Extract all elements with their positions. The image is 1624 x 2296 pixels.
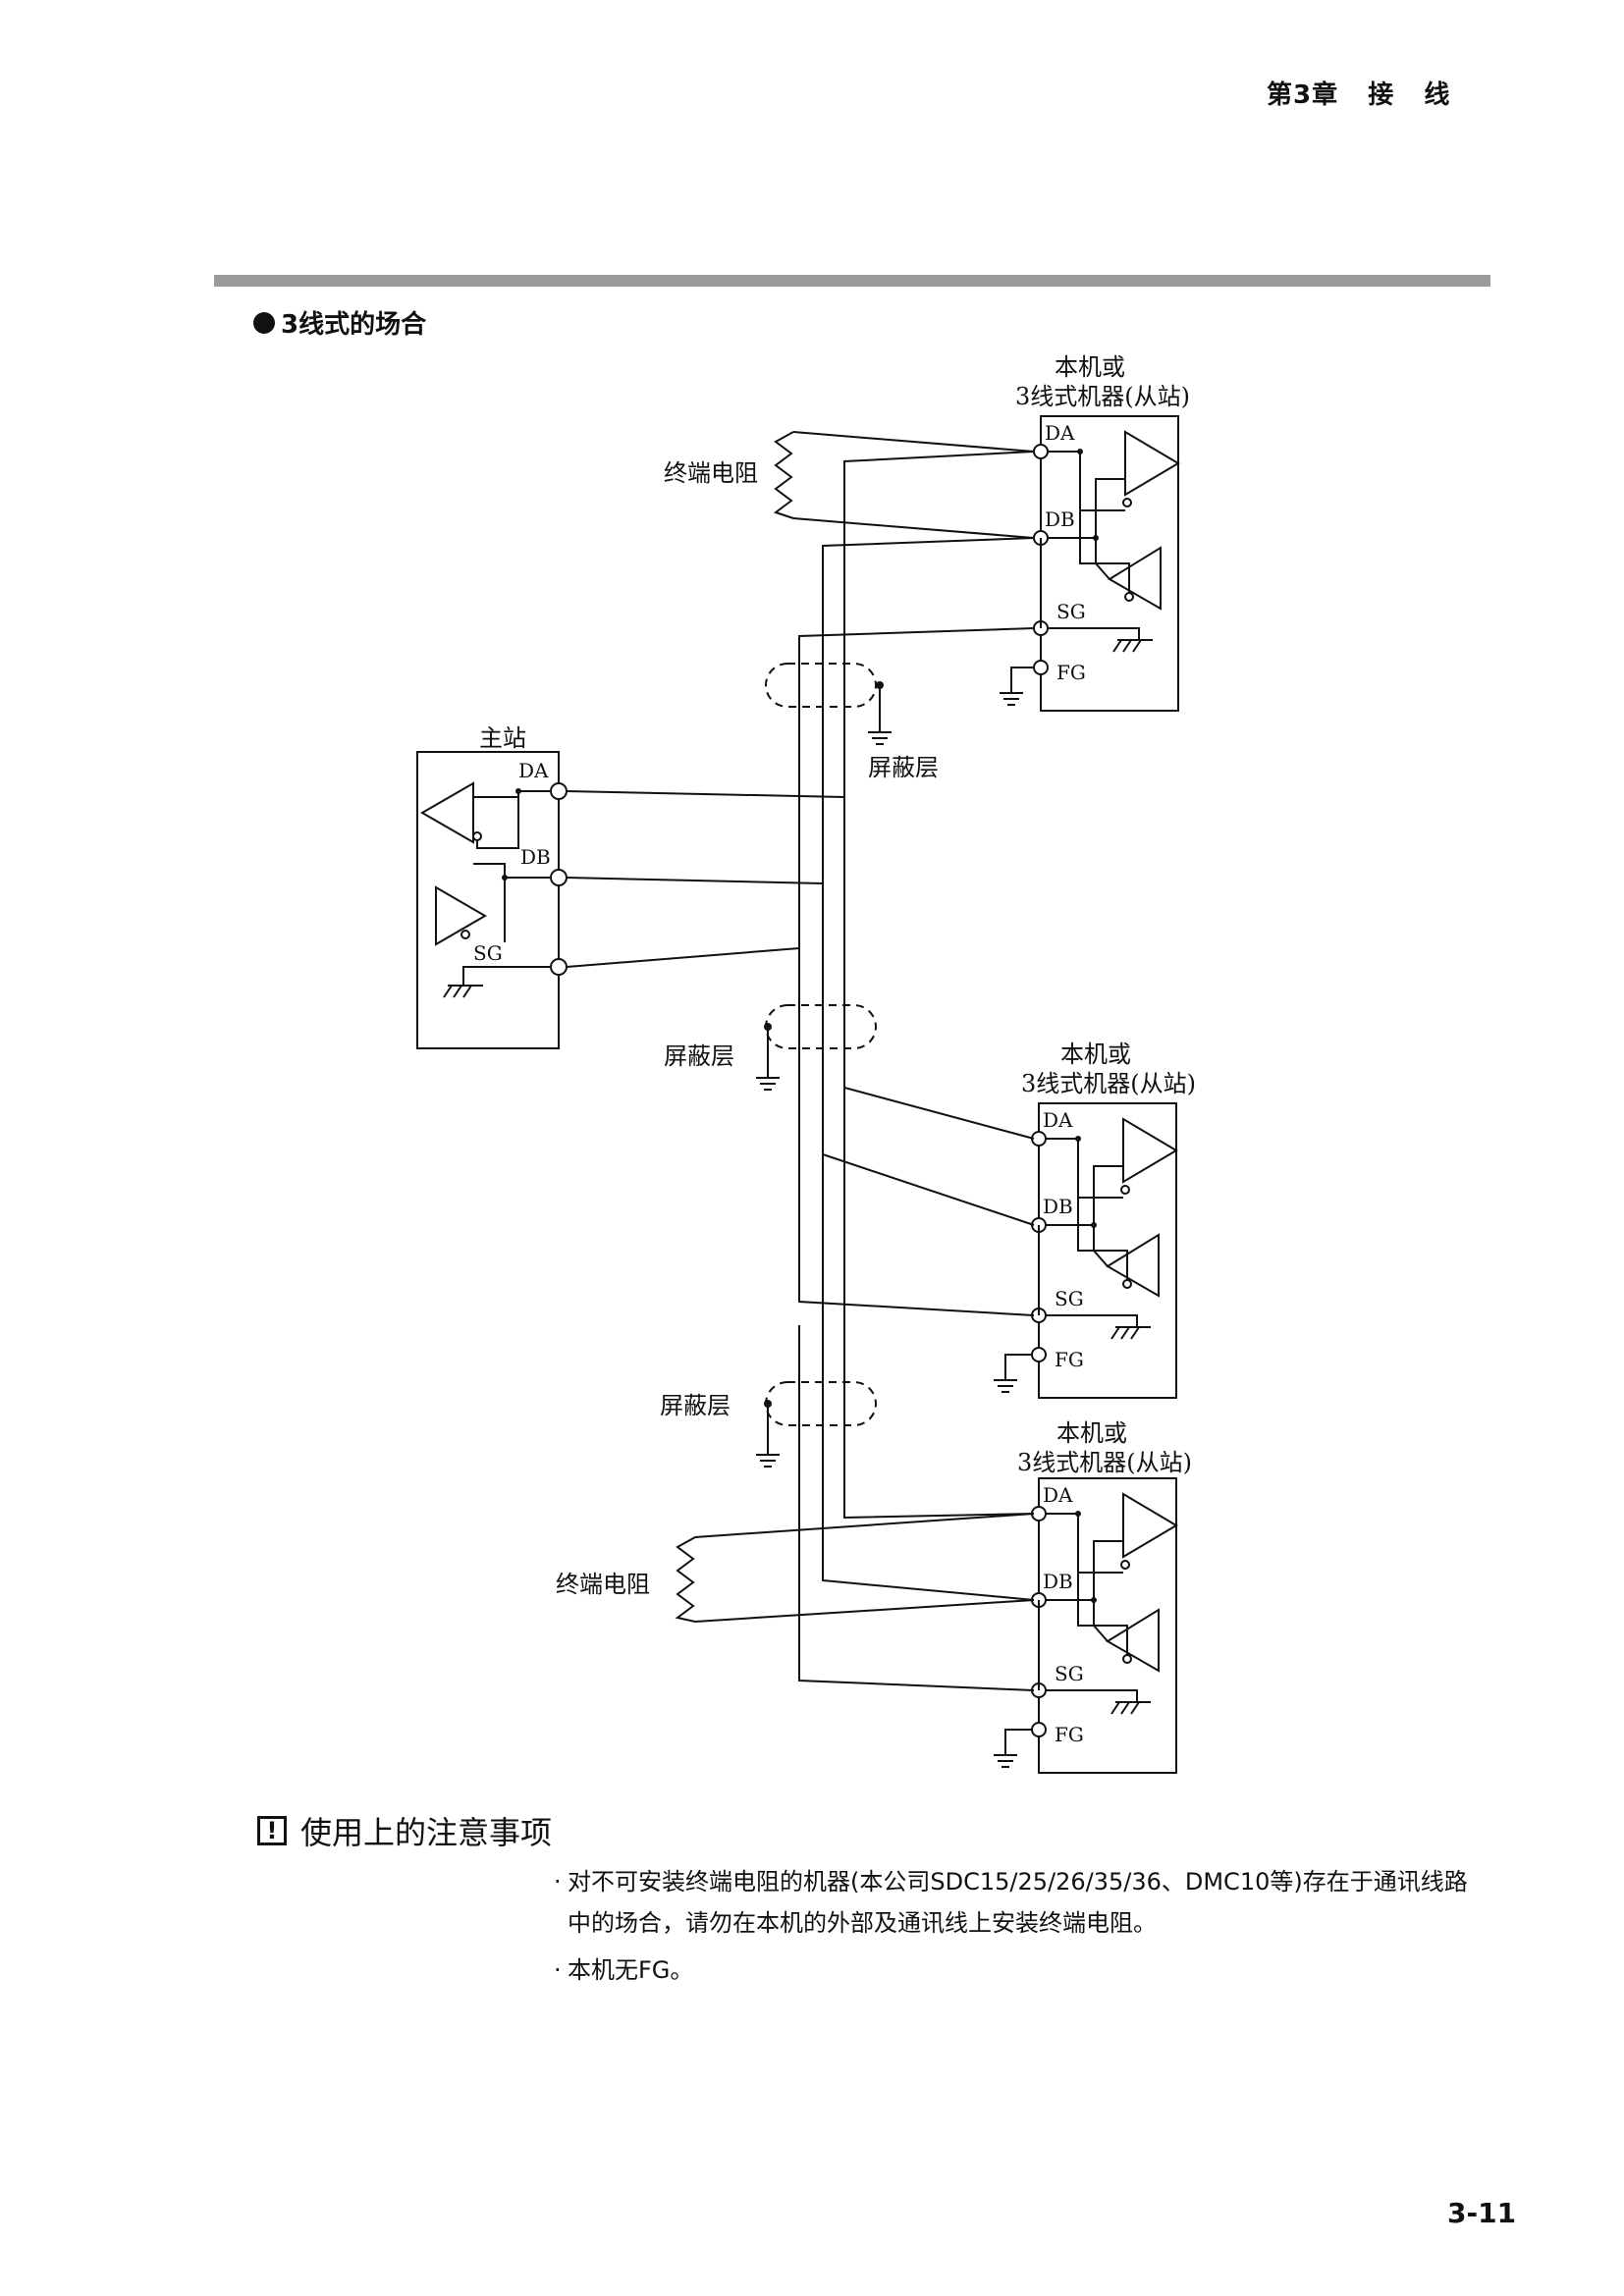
master-pin-sg: SG	[473, 941, 503, 965]
slave-station-2: 本机或 3线式机器(从站) DA DB SG FG	[993, 1041, 1196, 1399]
note-text: 本机无FG。	[568, 1956, 694, 1984]
slave-station-1: 本机或 3线式机器(从站) DA DB SG FG	[999, 353, 1190, 712]
slave3-title-line2: 3线式机器(从站)	[1017, 1449, 1192, 1476]
caution-title: 使用上的注意事项	[300, 1814, 553, 1851]
terminal-resistor-label-bottom: 终端电阻	[556, 1571, 650, 1598]
caution-note-1: · 对不可安装终端电阻的机器(本公司SDC15/25/26/35/36、DMC1…	[554, 1861, 1490, 1944]
slave1-pin-da: DA	[1045, 421, 1075, 445]
slave2-pin-da: DA	[1043, 1108, 1073, 1132]
note-bullet: ·	[554, 1868, 562, 1896]
bullet-dot-icon	[253, 311, 275, 334]
slave3-pin-da: DA	[1043, 1483, 1073, 1507]
slave3-pin-fg: FG	[1055, 1723, 1084, 1746]
slave3-pin-db: DB	[1043, 1570, 1073, 1593]
exclamation-box-icon: !	[257, 1816, 287, 1845]
slave1-pin-sg: SG	[1056, 600, 1086, 623]
section-title: 3线式的场合	[281, 310, 427, 340]
shield-2: 屏蔽层	[664, 1004, 877, 1091]
slave2-pin-fg: FG	[1055, 1348, 1084, 1371]
master-pin-db: DB	[520, 845, 551, 869]
shield-3: 屏蔽层	[660, 1381, 877, 1468]
shield-3-label: 屏蔽层	[660, 1392, 731, 1419]
slave2-title-line2: 3线式机器(从站)	[1021, 1070, 1196, 1097]
slave1-title-line2: 3线式机器(从站)	[1015, 383, 1190, 410]
terminal-resistor-label-top: 终端电阻	[664, 459, 758, 487]
note-bullet: ·	[554, 1956, 562, 1984]
slave2-title-line1: 本机或	[1060, 1041, 1131, 1068]
section-heading: 3线式的场合	[253, 304, 426, 341]
slave2-pin-sg: SG	[1055, 1287, 1084, 1310]
caution-note-2: · 本机无FG。	[554, 1949, 1490, 1991]
bus-wiring	[566, 431, 1035, 1691]
shield-1: 屏蔽层	[765, 663, 939, 781]
shield-1-label: 屏蔽层	[868, 754, 939, 781]
caution-heading: ! 使用上的注意事项	[257, 1808, 552, 1853]
slave3-title-line1: 本机或	[1056, 1419, 1127, 1447]
page-number: 3-11	[1447, 2197, 1517, 2229]
chapter-header: 第3章 接 线	[1267, 80, 1451, 110]
slave3-pin-sg: SG	[1055, 1662, 1084, 1685]
slave-station-3: 本机或 3线式机器(从站) DA DB SG FG	[993, 1419, 1192, 1774]
section-rule	[214, 275, 1490, 287]
slave1-pin-fg: FG	[1056, 661, 1086, 684]
master-title: 主站	[479, 724, 526, 752]
slave1-title-line1: 本机或	[1055, 353, 1125, 381]
master-station: 主站 DA DB SG	[416, 724, 568, 1049]
slave1-pin-db: DB	[1045, 507, 1075, 531]
shield-2-label: 屏蔽层	[664, 1042, 734, 1070]
master-pin-da: DA	[518, 759, 549, 782]
slave2-pin-db: DB	[1043, 1195, 1073, 1218]
note-text: 对不可安装终端电阻的机器(本公司SDC15/25/26/35/36、DMC10等…	[568, 1868, 1468, 1937]
